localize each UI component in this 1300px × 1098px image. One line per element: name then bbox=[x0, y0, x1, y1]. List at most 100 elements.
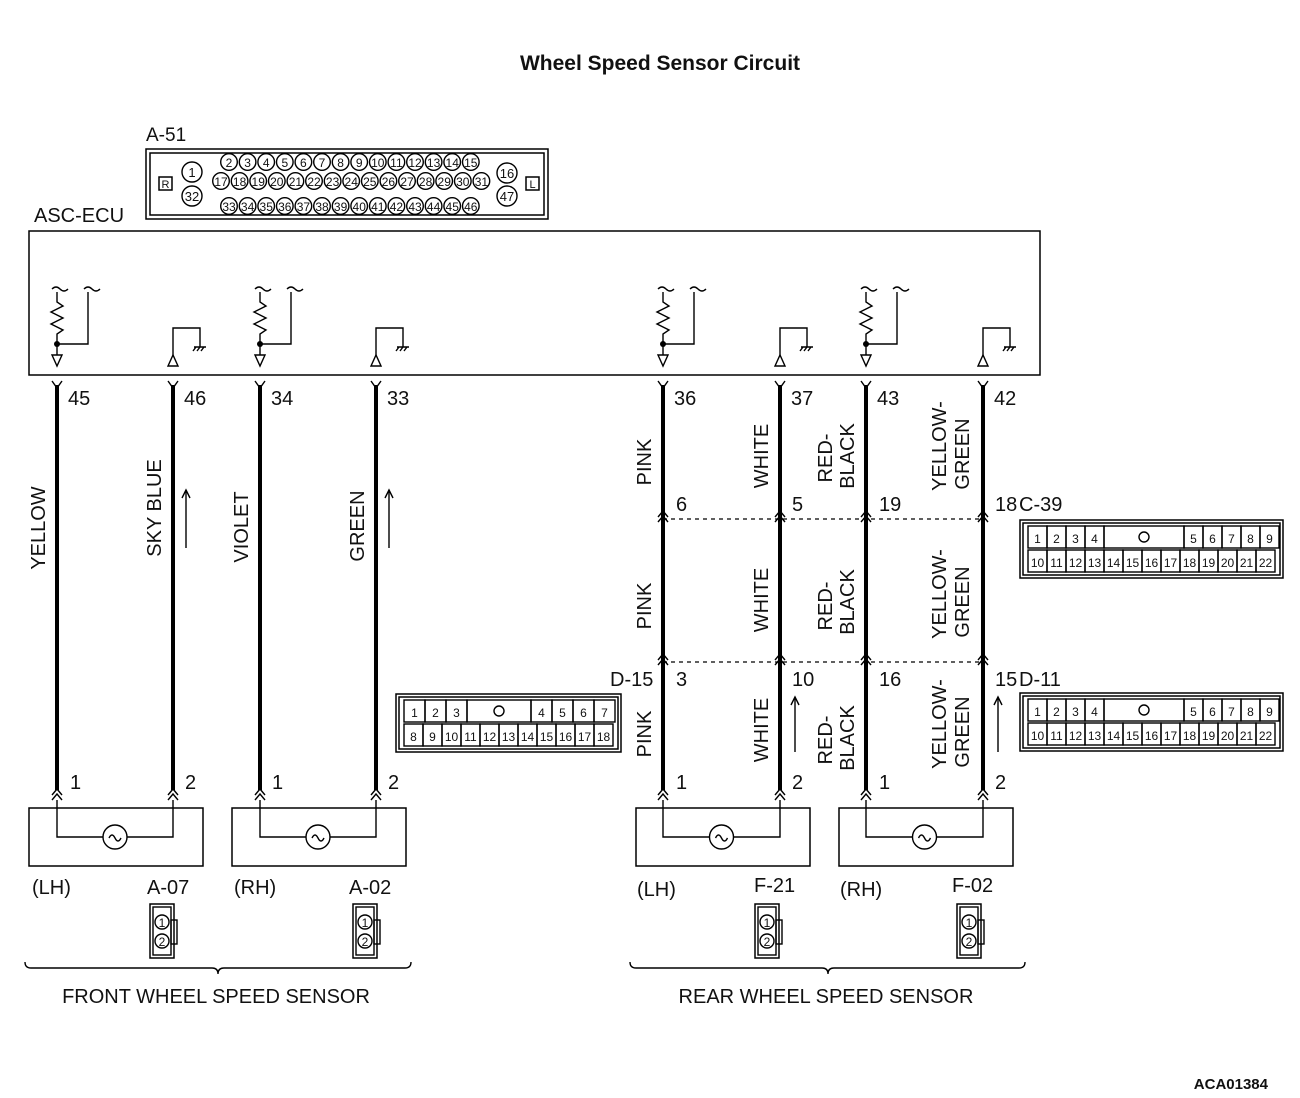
connector-cell-number: 1 bbox=[1034, 532, 1041, 546]
arrow-head bbox=[790, 695, 800, 706]
sensor-plug-pin bbox=[357, 933, 373, 949]
connector-cell-number: 13 bbox=[1088, 556, 1102, 570]
front-rh-side: (RH) bbox=[234, 877, 276, 899]
connector-cell-number: 16 bbox=[559, 730, 573, 744]
connector-cell-number: 15 bbox=[1126, 556, 1140, 570]
wire-color-yellow-bot: YELLOW- bbox=[929, 679, 951, 769]
connector-pin-circle bbox=[424, 152, 443, 171]
sensor-plug-latch bbox=[977, 919, 985, 945]
connector-pin-number: 34 bbox=[241, 200, 255, 214]
connector-fork-mark bbox=[657, 509, 669, 523]
output-triangle bbox=[166, 353, 180, 367]
wire-color-yellow: YELLOW bbox=[28, 486, 50, 569]
connector-pin-number: 2 bbox=[226, 156, 233, 170]
sensor-plug-pin-number: 2 bbox=[362, 935, 369, 949]
connector-fork-mark bbox=[977, 652, 989, 666]
sensor-plug-pin-number: 2 bbox=[966, 935, 973, 949]
wire-color-black-mid: BLACK bbox=[837, 569, 859, 635]
front-lh-pin-1: 1 bbox=[70, 772, 81, 794]
connector-cell-number: 1 bbox=[411, 706, 418, 720]
connector-pin-number: 24 bbox=[345, 175, 359, 189]
diagram-title: Wheel Speed Sensor Circuit bbox=[520, 52, 800, 75]
sensor-fork-mark bbox=[657, 787, 669, 801]
sensor-plug-pin bbox=[759, 933, 775, 949]
connector-cell-number: 18 bbox=[1183, 556, 1197, 570]
rear-lh-pin-2: 2 bbox=[792, 772, 803, 794]
connector-cell-number: 11 bbox=[1050, 729, 1063, 743]
connector-mark-r-text: R bbox=[162, 179, 170, 191]
connector-pin-circle bbox=[181, 185, 203, 207]
connector-cell-number: 5 bbox=[559, 706, 566, 720]
connector-key bbox=[1103, 698, 1185, 722]
connector-cell-number: 15 bbox=[1126, 729, 1140, 743]
connector-pin-circle bbox=[275, 152, 294, 171]
connector-cell bbox=[593, 723, 614, 747]
connector-cell-number: 6 bbox=[580, 706, 587, 720]
connector-pin-number: 36 bbox=[278, 200, 292, 214]
connector-pin-circle bbox=[406, 152, 425, 171]
pin-fork-mark bbox=[167, 380, 179, 390]
connector-pin-number: 31 bbox=[475, 175, 489, 189]
wire-color-white-top: WHITE bbox=[751, 424, 773, 488]
connector-pin-circle bbox=[219, 152, 238, 171]
connector-cell bbox=[1255, 722, 1276, 746]
connector-pin-number: 44 bbox=[427, 200, 441, 214]
connector-pin-number: 6 bbox=[300, 156, 307, 170]
connector-lock bbox=[1138, 531, 1150, 543]
connector-pin-number: 38 bbox=[315, 200, 329, 214]
connector-pin-circle bbox=[249, 171, 268, 190]
connector-pin-circle bbox=[275, 196, 294, 215]
connector-pin-circle bbox=[219, 196, 238, 215]
sensor-coil-icon bbox=[911, 824, 938, 850]
wire-color-violet: VIOLET bbox=[231, 491, 253, 562]
connector-pin-number: 43 bbox=[408, 200, 422, 214]
connector-mark-l-text: L bbox=[529, 179, 535, 191]
connector-fork-mark bbox=[977, 509, 989, 523]
connector-fork-mark bbox=[657, 652, 669, 666]
rear-rh-pin-1: 1 bbox=[879, 772, 890, 794]
connector-pin-number: 22 bbox=[307, 175, 321, 189]
connector-pin-number: 27 bbox=[400, 175, 414, 189]
sensor-box bbox=[635, 807, 811, 867]
connector-pin-circle bbox=[313, 196, 332, 215]
sensor-plug-pin-number: 1 bbox=[362, 916, 369, 930]
sensor-coil-line bbox=[865, 800, 984, 838]
connector-pin-circle bbox=[443, 196, 462, 215]
connector-cell-number: 17 bbox=[578, 730, 592, 744]
ecu-connector-face bbox=[145, 148, 549, 220]
resistor-symbol bbox=[252, 292, 268, 355]
connector-cell-number: 12 bbox=[1069, 556, 1083, 570]
c39-pin-6: 6 bbox=[676, 494, 687, 516]
connector-cell-number: 11 bbox=[1050, 556, 1063, 570]
front-group-label: FRONT WHEEL SPEED SENSOR bbox=[62, 986, 370, 1008]
circuit-line bbox=[57, 292, 89, 345]
connector-mark-r bbox=[158, 176, 173, 191]
connector-pin-number: 32 bbox=[185, 189, 199, 204]
noise-filter-symbol bbox=[892, 286, 910, 292]
rear-group-brace bbox=[629, 961, 1026, 975]
connector-pin-number: 3 bbox=[244, 156, 251, 170]
connector-inner bbox=[1022, 522, 1281, 576]
connector-pin-circle bbox=[342, 171, 361, 190]
circuit-line bbox=[982, 327, 1011, 355]
ac-wave-icon bbox=[714, 834, 729, 842]
pin-fork-mark bbox=[657, 380, 669, 390]
circuit-line bbox=[260, 292, 292, 345]
connector-pin-circle bbox=[181, 161, 203, 183]
junction-dot bbox=[660, 341, 666, 347]
ecu-internal-circuits bbox=[49, 286, 1016, 368]
connector-pin-number: 18 bbox=[233, 175, 247, 189]
sensor-coil-icon bbox=[102, 824, 128, 850]
connector-cell-number: 2 bbox=[1053, 532, 1060, 546]
pin-fork-mark bbox=[774, 380, 786, 390]
figure-id: ACA01384 bbox=[1194, 1076, 1269, 1093]
connector-cell-number: 2 bbox=[432, 706, 439, 720]
connector-cell-number: 2 bbox=[1053, 705, 1060, 719]
ground-icon bbox=[799, 346, 813, 352]
connector-cell-number: 9 bbox=[1266, 532, 1273, 546]
signal-arrows bbox=[181, 488, 1003, 752]
ecu-box bbox=[28, 230, 1041, 376]
arrow-head bbox=[181, 488, 191, 499]
connector-pin-circle bbox=[435, 171, 454, 190]
connector-pin-circle bbox=[461, 196, 480, 215]
